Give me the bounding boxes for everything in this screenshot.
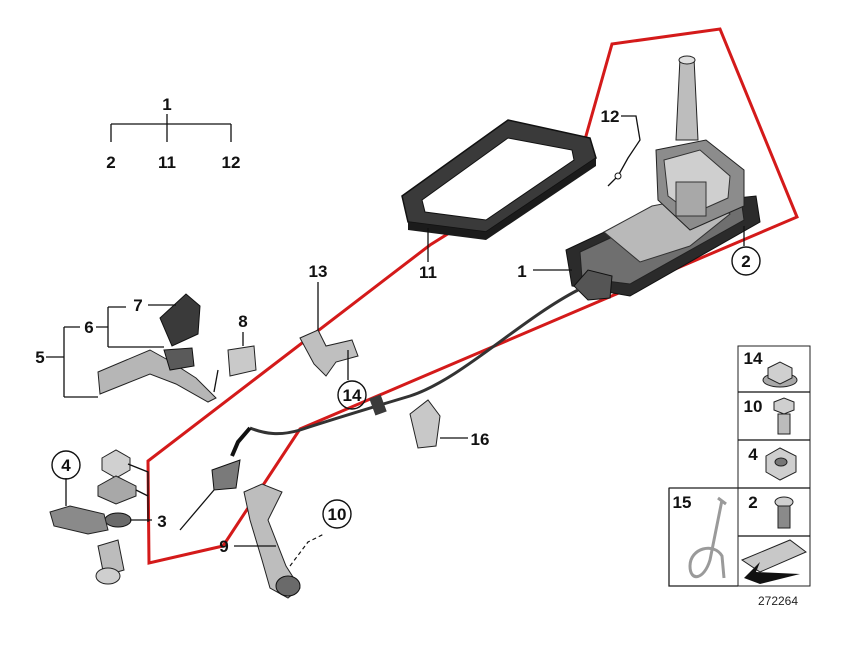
callout-16: 16 [471, 430, 490, 449]
callout-7: 7 [133, 296, 142, 315]
fastener-legend: 14 10 4 15 2 [668, 345, 811, 587]
callout-5: 5 [35, 348, 44, 367]
callout-10-circle [322, 499, 352, 529]
callout-10: 10 [328, 505, 347, 524]
spring-clip-icon [688, 496, 727, 579]
legend-label-10: 10 [744, 397, 763, 416]
tree-root-label: 1 [162, 95, 171, 114]
bracket-13-part [299, 329, 359, 377]
callout-14: 14 [343, 386, 362, 405]
legend-label-2: 2 [748, 493, 757, 512]
callout-1: 1 [517, 262, 526, 281]
mounting-bracket-part [97, 293, 217, 403]
tree-child-label: 2 [106, 153, 115, 172]
part-tree: 1 2 11 12 [106, 95, 240, 172]
callout-4: 4 [61, 456, 71, 475]
callout-14-circle [337, 380, 367, 410]
callout-6: 6 [84, 318, 93, 337]
hex-bolt-icon [773, 397, 795, 435]
selector-lever-part [243, 483, 301, 599]
gear-selector-part [565, 55, 761, 301]
assembly-arrow-icon [740, 539, 807, 584]
console-frame-part [401, 119, 597, 240]
fastener-group [49, 449, 137, 585]
callout-9: 9 [219, 537, 228, 556]
callout-11: 11 [419, 263, 437, 282]
legend-label-15: 15 [673, 493, 692, 512]
hex-nut-icon [765, 447, 797, 481]
screw-washer-icon [774, 496, 794, 529]
legend-label-14: 14 [744, 349, 763, 368]
tree-child-label: 11 [158, 153, 176, 172]
assembly-boundary [146, 27, 799, 565]
callout-12: 12 [601, 107, 620, 126]
callout-8: 8 [238, 312, 247, 331]
callout-13: 13 [309, 262, 328, 281]
flange-nut-icon [762, 361, 798, 388]
callout-2: 2 [741, 252, 750, 271]
callout-3: 3 [157, 512, 166, 531]
callout-2-circle [731, 246, 761, 276]
legend-label-4: 4 [748, 445, 758, 464]
diagram-id: 272264 [758, 594, 798, 608]
callout-4-circle [51, 450, 81, 480]
tree-child-label: 12 [222, 153, 241, 172]
shift-cable [249, 288, 579, 436]
